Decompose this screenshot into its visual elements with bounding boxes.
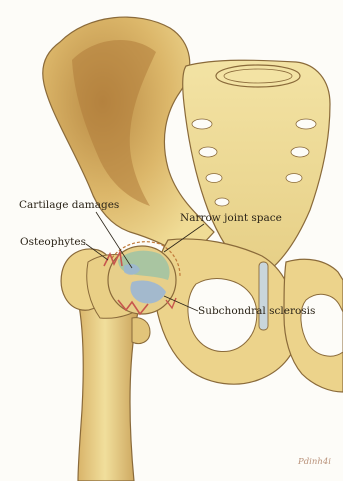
sacral-foramen — [192, 119, 212, 129]
sacral-foramen — [206, 174, 222, 183]
sacral-foramen — [296, 119, 316, 129]
label-narrow-joint-space: Narrow joint space — [180, 212, 282, 224]
pubic-symphysis — [259, 262, 268, 330]
label-subchondral-sclerosis: Subchondral sclerosis — [198, 305, 315, 317]
lesser-trochanter — [132, 318, 150, 344]
sacral-foramen — [215, 198, 229, 206]
sacral-foramen — [291, 147, 309, 157]
vertebra-top — [216, 65, 300, 87]
sacral-foramen — [286, 174, 302, 183]
femur-shaft — [78, 300, 138, 481]
sacral-foramen — [199, 147, 217, 157]
label-osteophytes: Osteophytes — [20, 236, 86, 248]
artist-signature: Pdinh4i — [297, 457, 331, 467]
label-cartilage-damages: Cartilage damages — [19, 199, 119, 211]
